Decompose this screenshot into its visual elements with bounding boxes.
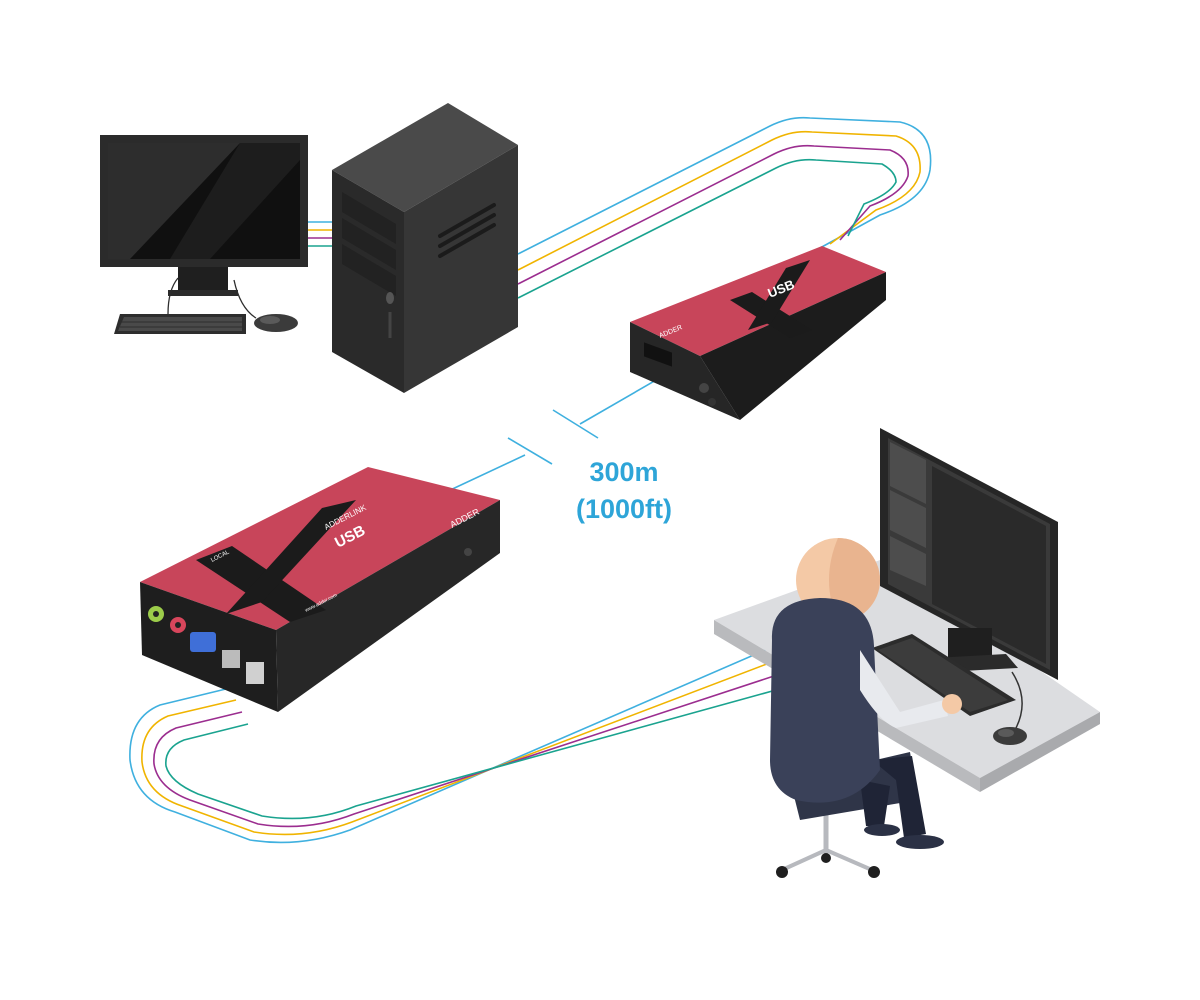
break-mark-lower [507,437,553,465]
keyboard-icon [114,314,246,334]
monitor-icon [100,135,308,296]
mouse-icon [993,727,1027,745]
pc-tower-icon [332,103,518,393]
distance-meters: 300m [589,457,658,487]
distance-label: 300m (1000ft) [576,457,672,524]
cable-yellow-top [517,130,921,271]
cable-bundle-bottom [129,647,777,844]
cable-blue-bottom [129,647,771,844]
cable-yellow-bottom [141,661,773,836]
cat-link-lower [445,454,526,493]
break-mark-upper [552,409,599,439]
cable-purple-top [517,144,909,285]
extender-icon: ADDERLINK USB ADDER LOCAL www.adder.com [140,467,500,712]
cable-teal-bottom [165,689,777,820]
distance-feet: (1000ft) [576,494,672,524]
person-icon [770,538,962,849]
keyboard-icon [872,634,1016,716]
mouse-icon [233,279,298,332]
monitor-icon [880,428,1058,729]
keyboard-cable [167,277,179,315]
cable-purple-bottom [153,675,775,828]
cable-bundle-top [306,116,932,299]
cable-blue-top [517,116,932,255]
cable-teal-top [517,158,897,299]
extender-icon: ADDER USB [630,246,886,420]
